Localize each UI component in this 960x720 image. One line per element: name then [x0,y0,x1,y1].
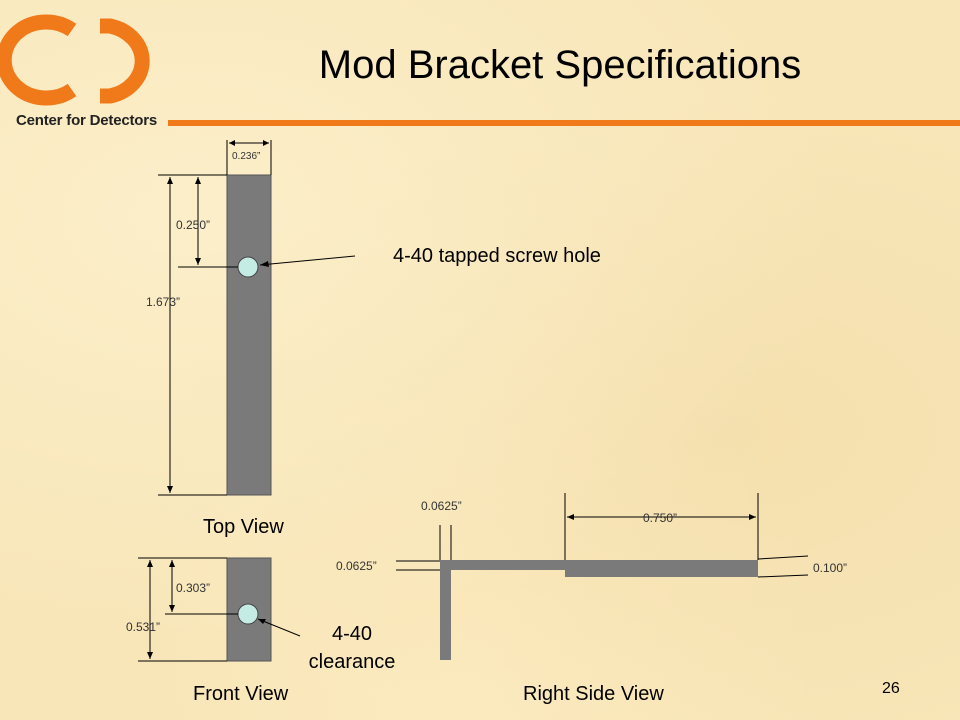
front-view-clearance-hole [237,603,259,625]
side-vthick-dim-label: 0.0625” [421,499,462,513]
front-callout-line2: clearance [308,651,396,673]
top-view-bar [226,174,272,496]
top-length-dim-label: 1.673” [146,295,181,309]
logo-text: Center for Detectors [16,112,158,129]
side-hthick-dim-label: 0.0625” [336,559,377,573]
side-length-dim-label: 0.750” [643,511,678,525]
front-callout-line1: 4-40 [331,623,373,645]
page-number: 26 [882,680,900,697]
side-view-vertical-leg [440,560,451,660]
top-width-dim-label: 0.236” [232,151,261,162]
side-step-ext-bottom [757,574,809,578]
side-view-top-flange [440,560,565,570]
top-view-screw-hole [237,256,259,278]
side-view-label: Right Side View [523,683,664,705]
logo-c-shape [0,14,77,106]
front-height-dim-label: 0.531” [126,620,161,634]
side-view-thick-section [565,560,758,577]
cd-logo-icon [0,14,150,106]
top-callout-leader [259,255,356,266]
logo-d-shape [100,18,150,104]
header-rule [168,120,960,126]
top-hole-dim-label: 0.250” [176,218,211,232]
top-hole-callout: 4-40 tapped screw hole [393,245,601,267]
side-step-dim-label: 0.100” [813,561,848,575]
page-title: Mod Bracket Specifications [318,43,802,87]
side-step-ext-top [757,555,809,560]
top-view-label: Top View [203,516,284,538]
front-hole-callout: 4-40 clearance [296,620,408,676]
front-callout-leader [257,618,301,637]
front-view-label: Front View [193,683,289,705]
front-hole-dim-label: 0.303” [176,581,211,595]
